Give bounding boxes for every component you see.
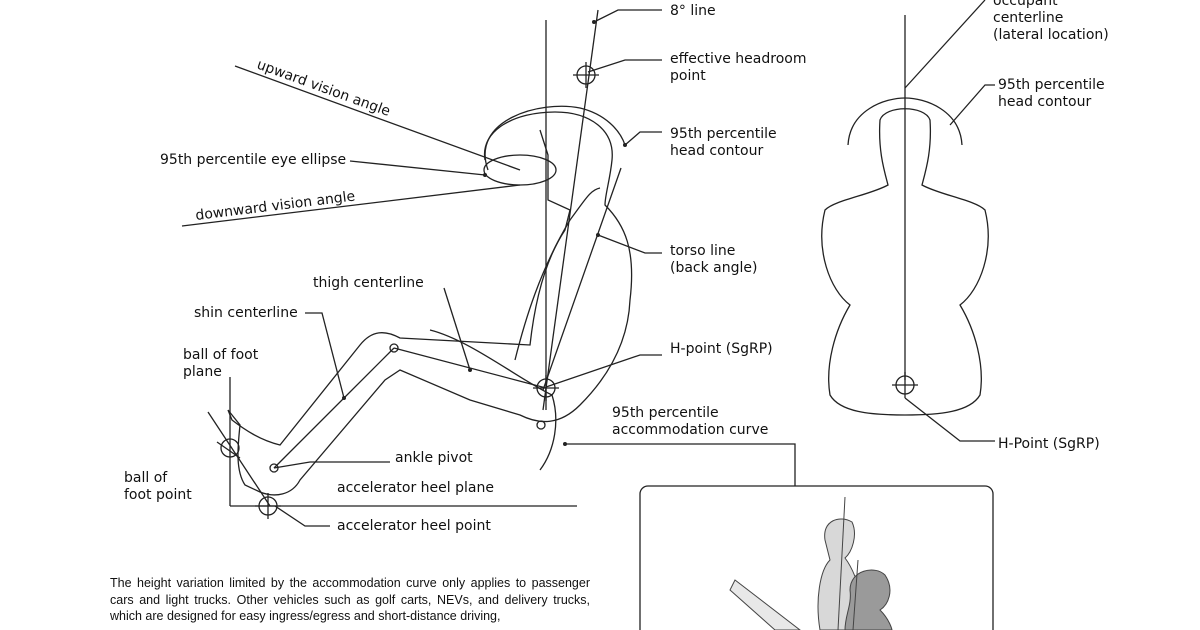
shin-line xyxy=(273,347,395,469)
head-contour-label: 95th percentile xyxy=(670,126,777,142)
svg-text:point: point xyxy=(670,68,706,84)
inset-box xyxy=(639,485,994,630)
downward-vision-line xyxy=(181,184,521,227)
head-contour-arc xyxy=(484,105,626,171)
seat-back-outline xyxy=(514,187,601,361)
downward-vision-label: downward vision angle xyxy=(195,188,357,223)
svg-text:head contour: head contour xyxy=(670,143,763,159)
svg-text:foot point: foot point xyxy=(124,487,192,503)
torso-line-label: torso line xyxy=(670,243,735,259)
side-figure-outline xyxy=(227,111,633,496)
eight-degree-label: 8° line xyxy=(670,3,716,19)
pedal-line xyxy=(207,411,271,507)
eight-degree-line xyxy=(542,9,599,411)
torso-line xyxy=(542,167,622,391)
svg-text:(back angle): (back angle) xyxy=(670,260,758,276)
inset-seat xyxy=(729,579,801,630)
hpoint-right-label: H-Point (SgRP) xyxy=(998,436,1100,452)
svg-text:head contour: head contour xyxy=(998,94,1091,110)
ankle-pivot-label: ankle pivot xyxy=(395,450,473,466)
inset-figure-2 xyxy=(844,569,893,630)
svg-text:accommodation curve: accommodation curve xyxy=(612,422,768,438)
heel-plane-label: accelerator heel plane xyxy=(337,480,494,496)
accommodation-label: 95th percentile xyxy=(612,405,719,421)
effective-headroom-label: effective headroom xyxy=(670,51,806,67)
ball-plane-label: ball of foot xyxy=(183,347,259,363)
head-contour-right-label: 95th percentile xyxy=(998,77,1105,93)
svg-text:(lateral location): (lateral location) xyxy=(993,27,1109,43)
upward-vision-label: upward vision angle xyxy=(255,57,393,120)
svg-text:plane: plane xyxy=(183,364,222,380)
ball-point-label: ball of xyxy=(124,470,168,486)
occupant-label: occupant xyxy=(993,0,1058,9)
svg-text:centerline: centerline xyxy=(993,10,1063,26)
body-paragraph: The height variation limited by the acco… xyxy=(110,576,590,623)
heel-point-label: accelerator heel point xyxy=(337,518,491,534)
shin-label: shin centerline xyxy=(194,305,298,321)
accommodation-curve xyxy=(429,329,557,471)
upward-vision-line xyxy=(234,65,521,171)
front-figure-outline xyxy=(821,108,989,416)
hpoint-label: H-point (SgRP) xyxy=(670,341,773,357)
thigh-label: thigh centerline xyxy=(313,275,424,291)
eye-ellipse-label: 95th percentile eye ellipse xyxy=(160,152,346,168)
